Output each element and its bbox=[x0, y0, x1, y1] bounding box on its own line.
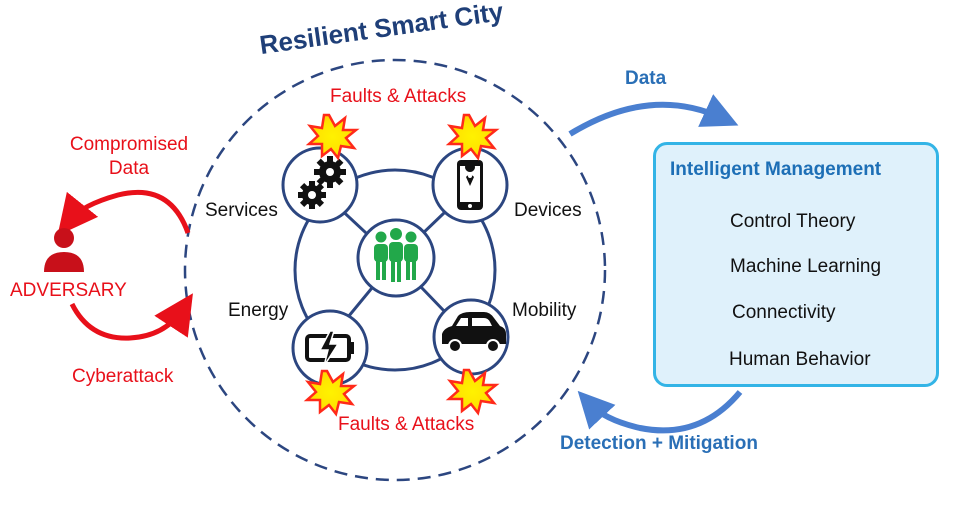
mobility-label: Mobility bbox=[512, 300, 577, 321]
services-label: Services bbox=[205, 200, 278, 221]
compromised-line-1: Compromised bbox=[69, 134, 189, 155]
cyberattack-arrow bbox=[69, 293, 193, 341]
fault-burst-icon bbox=[445, 368, 500, 416]
gears-icon bbox=[281, 146, 359, 224]
fault-burst-icon bbox=[305, 113, 360, 161]
management-item: Machine Learning bbox=[730, 256, 882, 277]
compromised-data-label: Compromised Data bbox=[64, 133, 194, 181]
detection-flow-arrow bbox=[577, 390, 743, 434]
energy-label: Energy bbox=[228, 300, 289, 321]
management-title: Intelligent Management bbox=[670, 159, 882, 180]
adversary-person-icon bbox=[44, 228, 84, 272]
data-flow-label: Data bbox=[625, 68, 667, 89]
city-boundary-circle bbox=[183, 58, 607, 482]
detection-flow-label: Detection + Mitigation bbox=[560, 433, 758, 454]
faults-label-top: Faults & Attacks bbox=[330, 86, 467, 107]
compromised-line-2: Data bbox=[108, 158, 150, 179]
adversary-label: ADVERSARY bbox=[10, 280, 127, 301]
car-icon bbox=[432, 298, 510, 376]
inner-ring bbox=[293, 168, 497, 372]
devices-label: Devices bbox=[514, 200, 582, 221]
fault-burst-icon bbox=[445, 113, 500, 161]
phone-icon bbox=[431, 146, 509, 224]
faults-label-bottom: Faults & Attacks bbox=[338, 414, 475, 435]
fault-burst-icon bbox=[303, 369, 358, 417]
battery-icon bbox=[291, 309, 369, 387]
people-icon bbox=[356, 218, 436, 298]
management-item: Control Theory bbox=[730, 211, 856, 232]
compromised-data-arrow bbox=[57, 189, 191, 236]
cyberattack-label: Cyberattack bbox=[72, 366, 174, 387]
intelligent-management-panel bbox=[653, 142, 939, 387]
management-item: Connectivity bbox=[732, 302, 836, 323]
data-flow-arrow bbox=[568, 94, 739, 137]
management-item: Human Behavior bbox=[729, 349, 871, 370]
